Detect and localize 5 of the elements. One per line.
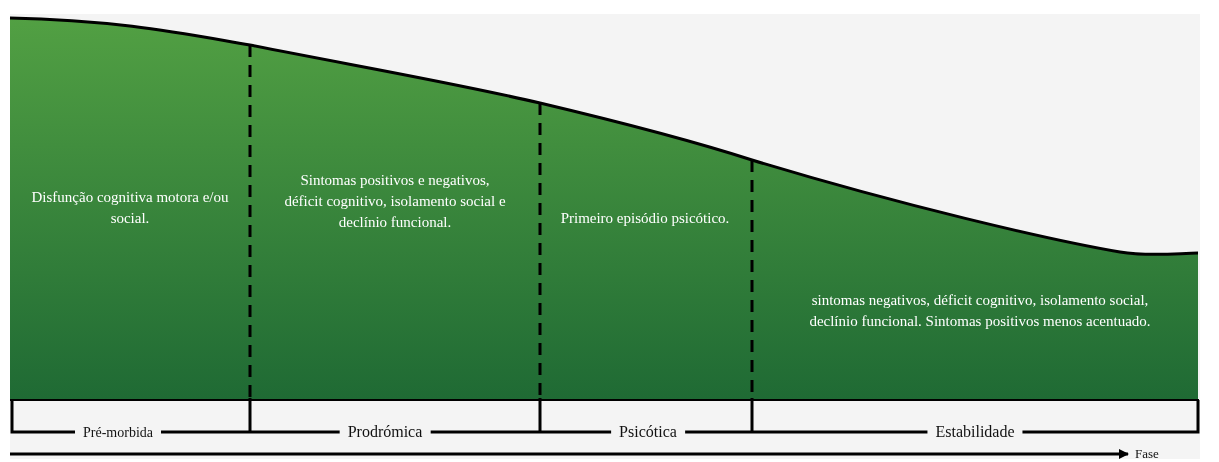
- phase-description: sintomas negativos, déficit cognitivo, isolamento social, declínio funcional. Sintomas positivos menos acentuado.: [808, 291, 1152, 331]
- phase-description: Sintomas positivos e negativos, déficit cognitivo, isolamento social e declínio funcional.: [283, 171, 507, 232]
- phase-description: Disfunção cognitiva motora e/ou social.: [30, 188, 230, 228]
- axis-label: Fase: [1135, 446, 1159, 462]
- phase-description: Primeiro episódio psicótico.: [560, 209, 730, 228]
